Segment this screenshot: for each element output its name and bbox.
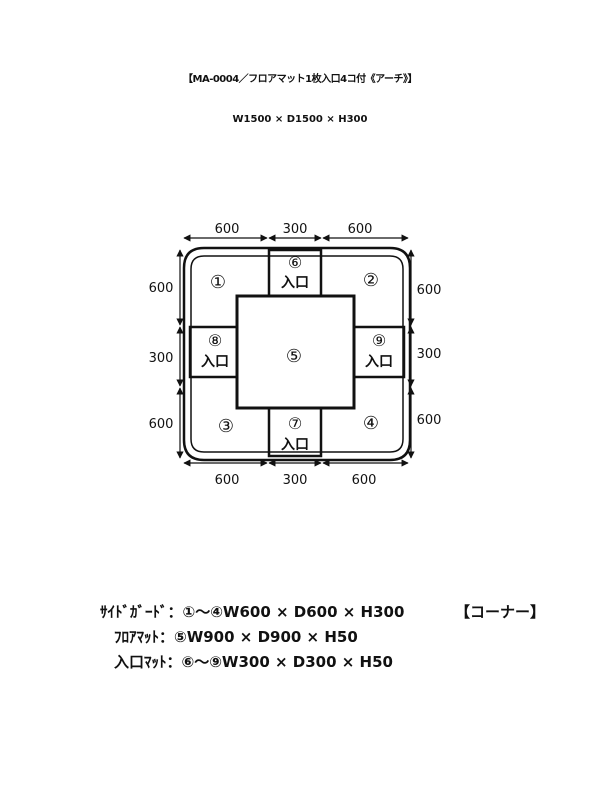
note-side-guard: ｻｲﾄﾞｶﾞｰﾄﾞ：①～④W600 × D600 × H300 【コーナー】 (100, 600, 545, 625)
part-label-3: ③ (218, 416, 234, 437)
part-label-1: ① (210, 272, 226, 293)
part-label-7: ⑦ (288, 414, 302, 433)
dim-top-1: 600 (215, 222, 240, 237)
dim-right-3: 600 (417, 413, 442, 428)
entrance-label-7: 入口 (281, 437, 309, 453)
dim-left-3: 600 (149, 417, 174, 432)
note-floor-mat: ﾌﾛｱﾏｯﾄ：⑤W900 × D900 × H50 (100, 625, 404, 650)
dim-bottom-3: 600 (352, 473, 377, 488)
dim-bottom-1: 600 (215, 473, 240, 488)
dim-top-3: 600 (348, 222, 373, 237)
dim-right-2: 300 (417, 347, 442, 362)
part-label-6: ⑥ (288, 253, 302, 272)
dim-top-2: 300 (283, 222, 308, 237)
title-line-1: 【MA-0004／フロアマット1枚入口4コ付《アーチ》】 (183, 74, 418, 85)
note-entrance-mat-text: 入口ﾏｯﾄ：⑥～⑨W300 × D300 × H50 (114, 653, 393, 671)
dim-left-1: 600 (149, 281, 174, 296)
inner-frame (190, 255, 404, 453)
entrance-label-6: 入口 (281, 275, 309, 291)
part-label-9: ⑨ (372, 331, 386, 350)
entrance-label-8: 入口 (201, 354, 229, 370)
entrance-label-9: 入口 (365, 354, 393, 370)
part-label-5: ⑤ (286, 346, 302, 367)
title-line-2: W1500 × D1500 × H300 (232, 114, 368, 125)
dim-left-2: 300 (149, 351, 174, 366)
dim-right-1: 600 (417, 283, 442, 298)
floor-plan-diagram: ① ② ③ ④ ⑤ ⑥ ⑦ ⑧ ⑨ 入口 入口 入口 入口 600 300 60… (149, 222, 442, 488)
spec-notes: ｻｲﾄﾞｶﾞｰﾄﾞ：①～④W600 × D600 × H300 【コーナー】 ﾌ… (100, 600, 545, 675)
entrance-mat-8 (188, 325, 239, 379)
dim-bottom-2: 300 (283, 473, 308, 488)
note-side-guard-text: ｻｲﾄﾞｶﾞｰﾄﾞ：①～④W600 × D600 × H300 (100, 603, 405, 621)
entrance-mat-9 (352, 325, 406, 379)
note-entrance-mat: 入口ﾏｯﾄ：⑥～⑨W300 × D300 × H50 (100, 650, 404, 675)
entrance-mat-7 (267, 406, 323, 458)
part-label-4: ④ (363, 413, 379, 434)
part-label-2: ② (363, 270, 379, 291)
note-floor-mat-text: ﾌﾛｱﾏｯﾄ：⑤W900 × D900 × H50 (114, 628, 358, 646)
entrance-mat-6 (267, 248, 323, 298)
note-corner-tag: 【コーナー】 (455, 603, 546, 621)
part-label-8: ⑧ (208, 331, 222, 350)
